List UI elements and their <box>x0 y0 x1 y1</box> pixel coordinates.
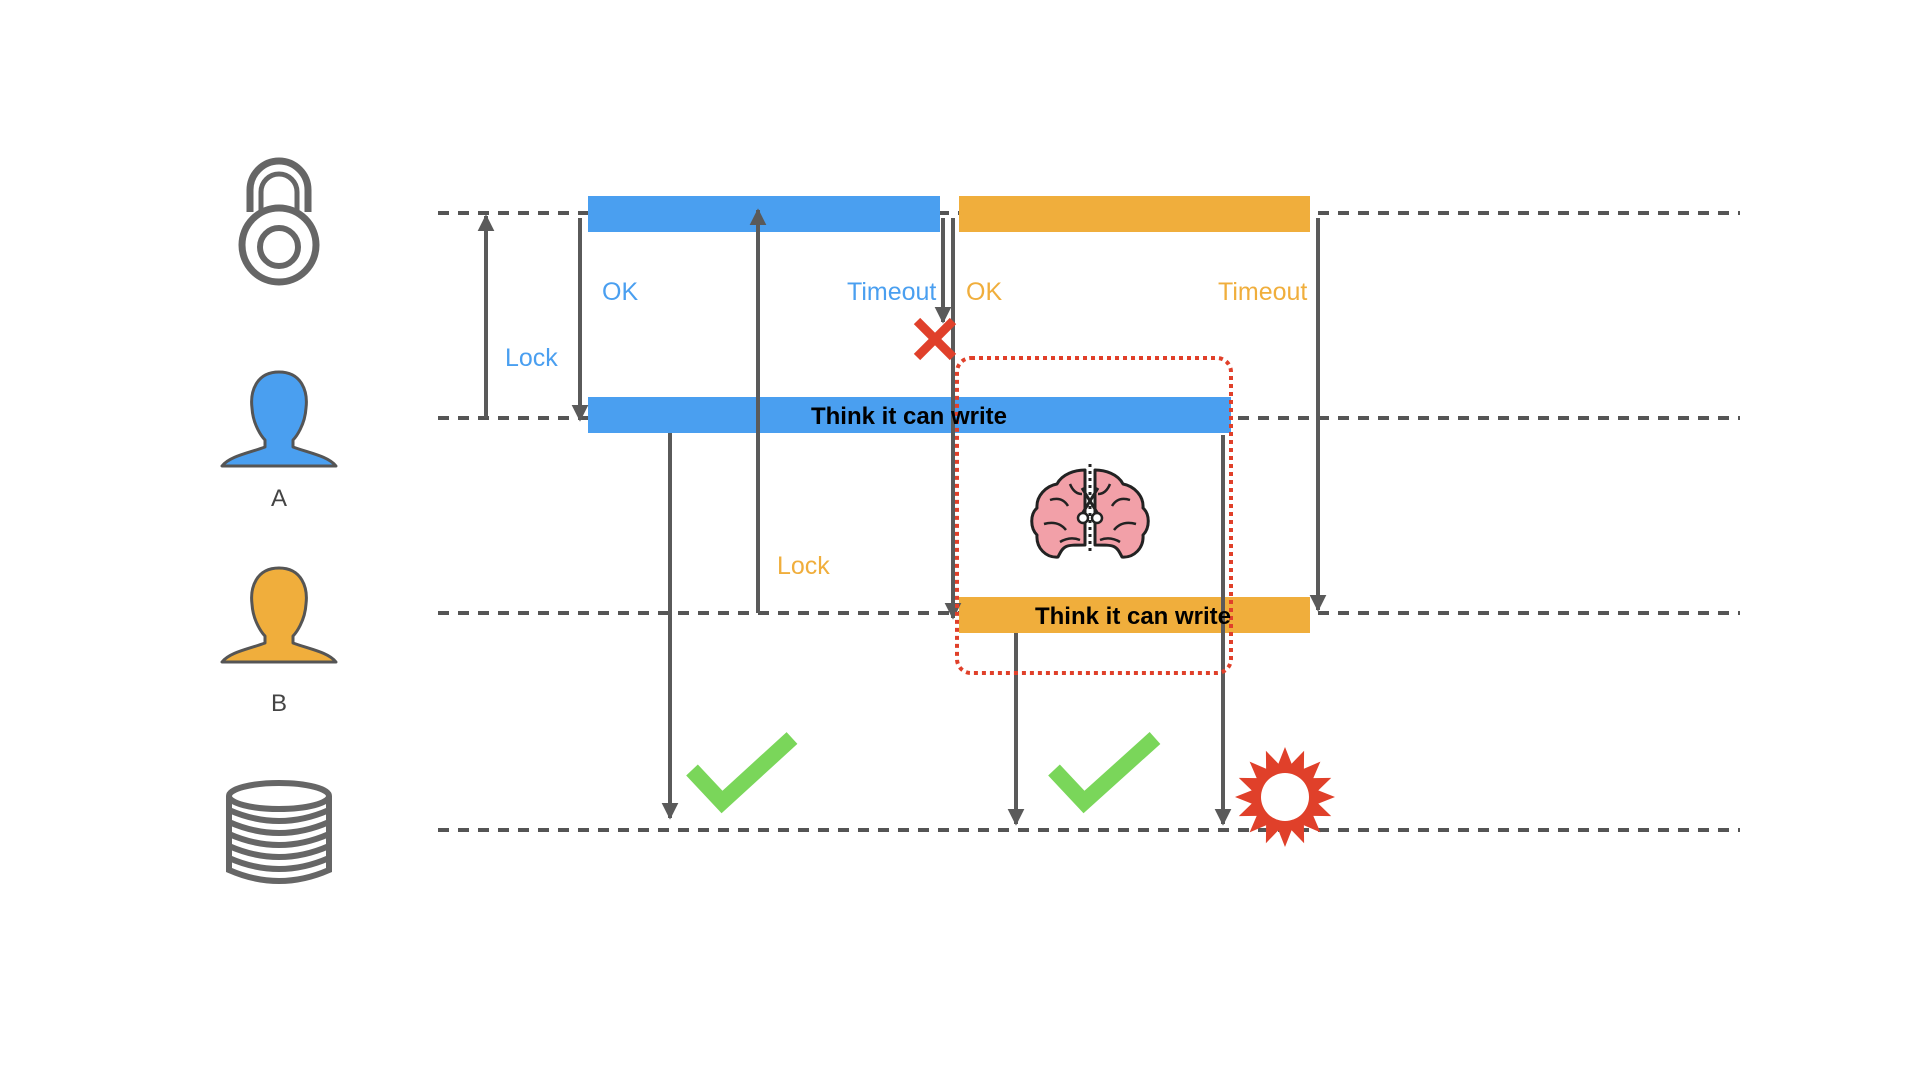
person-icon <box>220 370 338 468</box>
split-brain-icon <box>1030 464 1150 559</box>
lease-a-bar <box>588 196 940 232</box>
client-b-bar <box>959 597 1310 633</box>
explosion-icon <box>1235 747 1335 847</box>
a-ok-label: OK <box>602 278 638 306</box>
client-a-bar <box>588 397 1231 433</box>
a-timeout-label: Timeout <box>847 278 936 306</box>
b-lock-label: Lock <box>777 552 830 580</box>
person-icon <box>220 566 338 664</box>
b-ok-label: OK <box>966 278 1002 306</box>
padlock-icon <box>238 157 320 286</box>
cross-icon <box>913 317 957 361</box>
client-b-bar-label: Think it can write <box>1035 603 1231 630</box>
a-lock-label: Lock <box>505 344 558 372</box>
b-timeout-label: Timeout <box>1218 278 1307 306</box>
checkmark-icon <box>686 732 798 814</box>
actor-b-label: B <box>271 690 287 717</box>
checkmark-icon <box>1048 732 1161 814</box>
database-icon <box>226 780 332 884</box>
actor-a-label: A <box>271 485 287 512</box>
client-a-bar-label: Think it can write <box>811 403 1007 430</box>
lease-b-bar <box>959 196 1310 232</box>
split-brain-region <box>955 356 1233 675</box>
